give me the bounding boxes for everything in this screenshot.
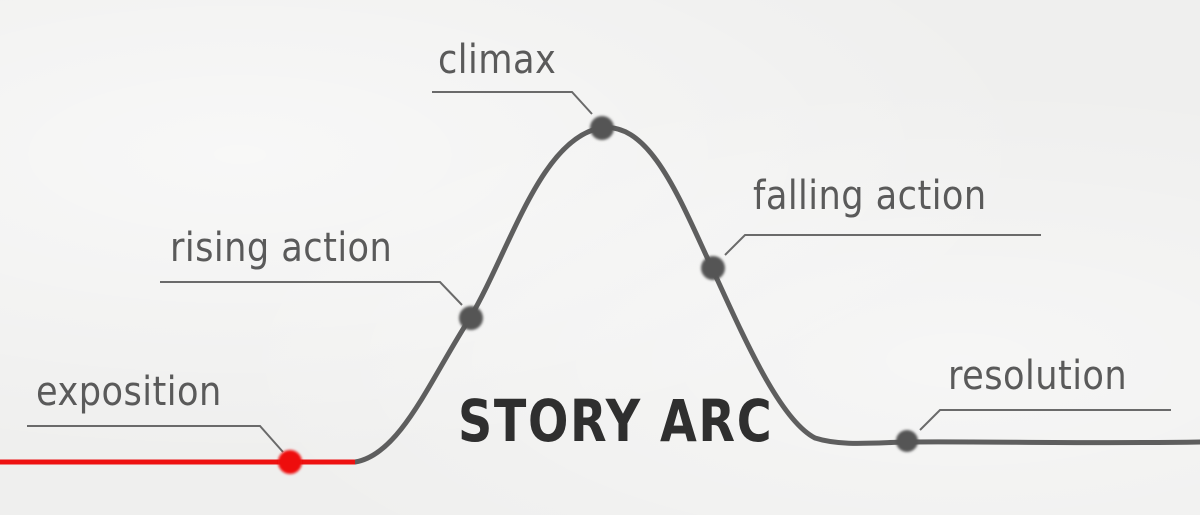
falling-action-label: falling action xyxy=(753,173,987,219)
climax-leader xyxy=(432,91,593,115)
exposition-leader xyxy=(27,425,284,453)
falling-action-marker[interactable] xyxy=(701,256,725,280)
falling-action-leader xyxy=(724,234,1041,256)
exposition-label: exposition xyxy=(36,369,222,415)
diagram-title: STORY ARC xyxy=(458,387,774,455)
resolution-marker[interactable] xyxy=(896,430,918,452)
exposition-marker[interactable] xyxy=(278,450,302,474)
resolution-leader xyxy=(919,409,1171,431)
rising-action-marker[interactable] xyxy=(459,306,483,330)
climax-label: climax xyxy=(438,37,557,83)
rising-action-leader xyxy=(160,281,463,306)
resolution-label: resolution xyxy=(948,353,1128,399)
climax-marker[interactable] xyxy=(590,116,614,140)
rising-action-label: rising action xyxy=(170,225,393,271)
